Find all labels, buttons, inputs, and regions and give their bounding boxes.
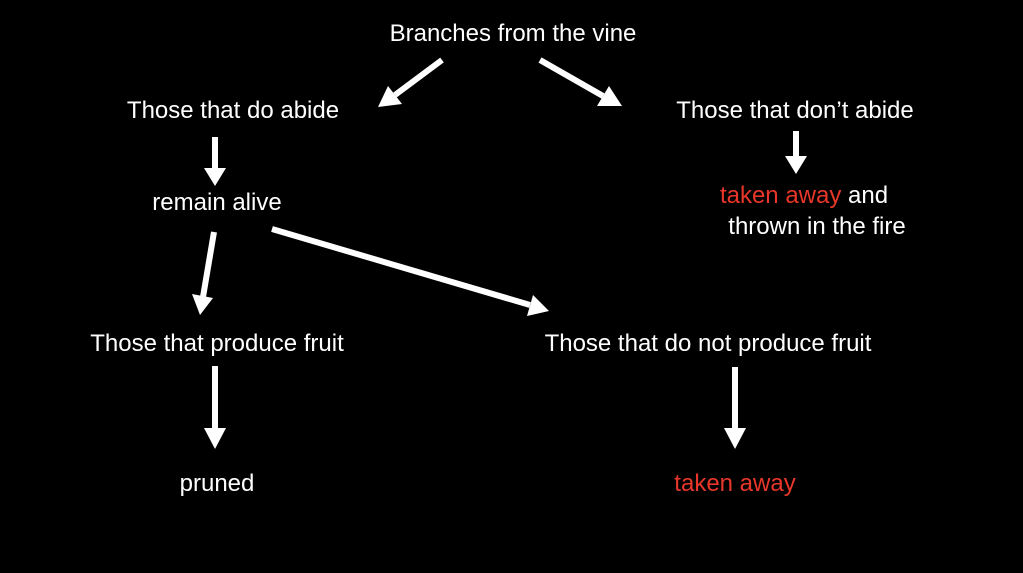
node-those-that-do-abide: Those that do abide bbox=[126, 97, 340, 124]
text-and: and bbox=[841, 182, 889, 209]
node-branches-from-the-vine: Branches from the vine bbox=[389, 20, 637, 47]
node-those-that-produce-fruit: Those that produce fruit bbox=[90, 330, 344, 357]
highlight-taken-away: taken away bbox=[719, 182, 842, 209]
node-remain-alive: remain alive bbox=[152, 189, 282, 216]
node-those-that-do-not-produce-fruit: Those that do not produce fruit bbox=[544, 330, 872, 357]
edge-root-to-abide bbox=[378, 57, 444, 107]
edge-no-fruit-to-taken-away bbox=[724, 367, 746, 449]
node-thrown-in-the-fire: thrown in the fire bbox=[728, 213, 906, 240]
node-those-that-dont-abide: Those that don’t abide bbox=[676, 97, 914, 124]
node-taken-away: taken away bbox=[674, 470, 796, 497]
edge-abide-to-remain-alive bbox=[204, 137, 226, 186]
node-taken-away-and: taken away and bbox=[720, 180, 888, 212]
edge-remain-alive-to-produce-fruit bbox=[192, 231, 217, 315]
node-pruned: pruned bbox=[179, 470, 255, 497]
edge-remain-alive-to-no-fruit bbox=[271, 226, 549, 316]
edge-dont-abide-to-fire bbox=[785, 131, 807, 174]
edge-root-to-dont-abide bbox=[538, 57, 622, 106]
edge-produce-fruit-to-pruned bbox=[204, 366, 226, 449]
